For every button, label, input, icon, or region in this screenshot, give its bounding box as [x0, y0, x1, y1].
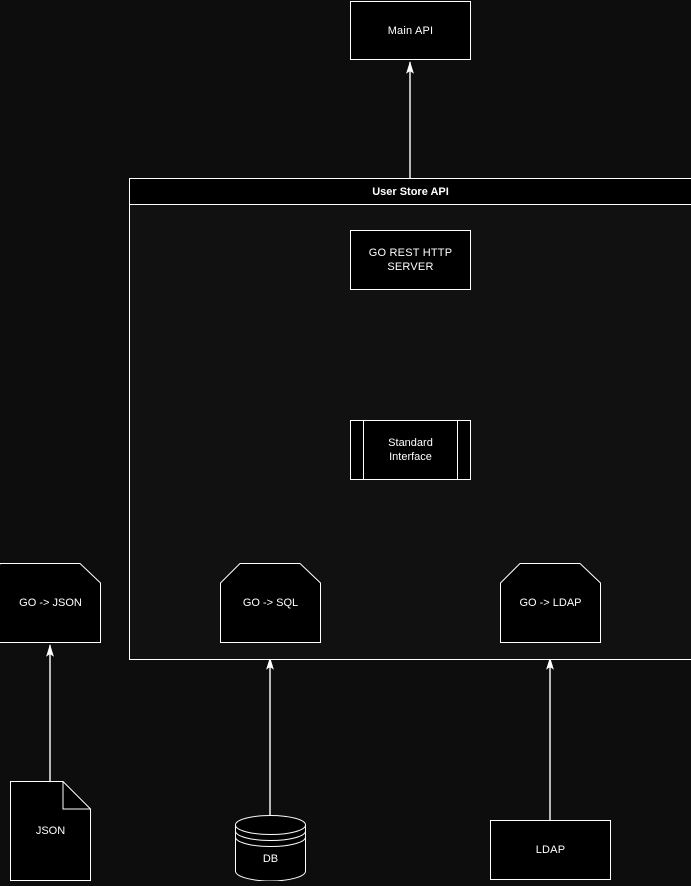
standard-interface-label: Standard Interface	[388, 437, 433, 463]
node-go-rest-http-server[interactable]: GO REST HTTP SERVER	[350, 230, 471, 290]
component-body	[350, 420, 471, 480]
node-json-file-label: JSON	[35, 825, 66, 837]
document-shape	[10, 781, 91, 881]
node-go-ldap[interactable]: GO -> LDAP	[500, 563, 601, 643]
node-go-json[interactable]: GO -> JSON	[0, 563, 101, 643]
tag-shape	[0, 563, 101, 643]
node-go-sql[interactable]: GO -> SQL	[220, 563, 321, 643]
node-db[interactable]: DB	[235, 815, 306, 882]
cylinder-shape	[235, 815, 306, 882]
component-left-divider	[363, 420, 364, 480]
node-json-file[interactable]: JSON	[10, 781, 91, 881]
tag-shape	[220, 563, 321, 643]
node-db-label: DB	[262, 853, 279, 865]
node-go-sql-label: GO -> SQL	[242, 597, 299, 609]
node-main-api[interactable]: Main API	[350, 1, 471, 60]
node-go-json-label: GO -> JSON	[19, 597, 82, 609]
tag-shape	[500, 563, 601, 643]
component-right-divider	[457, 420, 458, 480]
node-standard-interface[interactable]: Standard Interface	[350, 420, 471, 480]
user-store-api-title: User Store API	[129, 178, 691, 205]
node-ldap[interactable]: LDAP	[490, 820, 611, 880]
node-go-ldap-label: GO -> LDAP	[519, 597, 582, 609]
